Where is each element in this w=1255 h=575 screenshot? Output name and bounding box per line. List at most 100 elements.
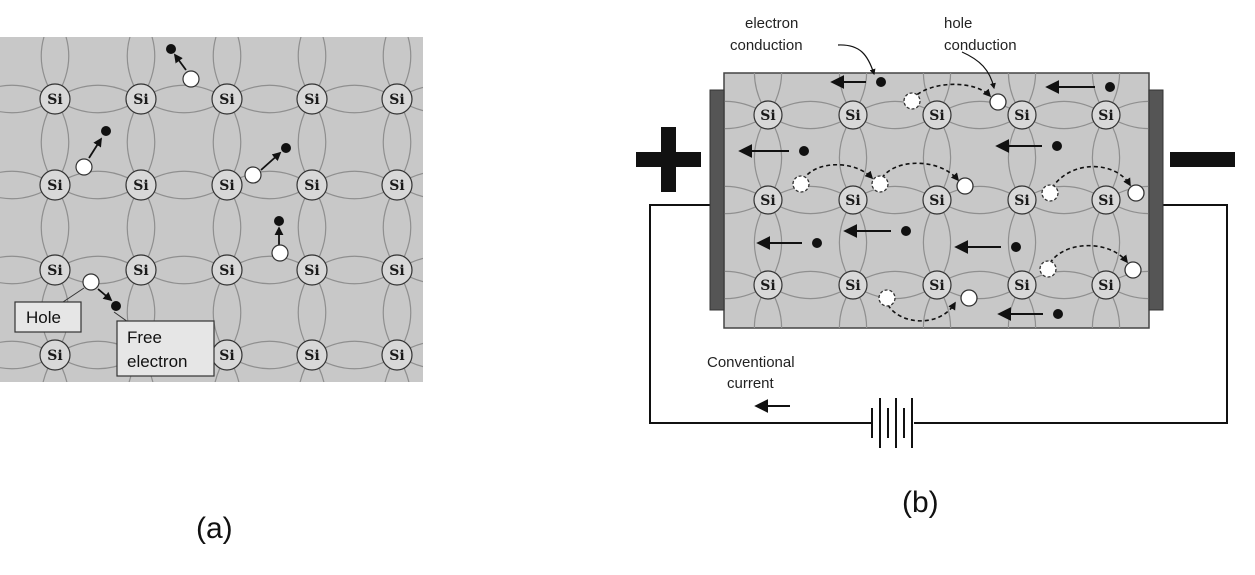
si-atom: Si [211,169,243,201]
bond-line [469,13,483,99]
bond-line [1106,30,1191,44]
si-atom: Si [753,100,783,130]
left-electrode [709,89,725,311]
free-electron [281,143,291,153]
bond-line [312,427,397,441]
si-atom: Si [125,169,157,201]
si-atom-label: Si [219,92,234,108]
free-electron-label-line1: Free [127,328,162,347]
si-atom-label: Si [133,92,148,108]
hole [182,70,200,88]
electron-with-arrow [756,236,822,250]
minus-terminal-icon [1170,152,1235,167]
si-atom: Si [753,185,783,215]
si-atom: Si [296,169,328,201]
bond-line [397,0,483,13]
bond-line [0,441,55,455]
hole [244,166,262,184]
bond-line [55,427,141,441]
si-atom-label: Si [389,348,404,364]
si-atom: Si [125,83,157,115]
electron-hole-pair [271,216,289,262]
bond-line [469,270,483,355]
hole-label: Hole [26,308,61,327]
bond-line [141,441,227,455]
bond-line [853,356,937,370]
wire-right [914,204,1228,424]
bond-line [669,285,683,370]
electron-hole-pair [166,44,200,88]
free-electron [1011,242,1021,252]
hole-conduction-annotation: hole conduction [944,15,1017,90]
bond-line [397,441,483,455]
si-atom: Si [1091,100,1121,130]
bond-line [1106,16,1191,30]
free-electron [901,226,911,236]
bond-line [141,0,227,13]
bond-line [669,30,683,115]
electron-conduction-annotation: electron conduction [730,15,876,76]
si-atom-label: Si [1014,278,1029,294]
si-atom-label: Si [845,108,860,124]
si-atom: Si [211,254,243,286]
si-atom: Si [1007,100,1037,130]
free-electron [799,146,809,156]
si-atom-label: Si [133,263,148,279]
free-electron-callout: Free electron [113,311,215,377]
bond-line [397,13,483,27]
si-atom-label: Si [304,263,319,279]
bond-line [768,370,853,384]
right-electrode [1148,89,1164,311]
bond-line [1191,285,1205,370]
si-atom-label: Si [304,178,319,194]
bond-line [1191,30,1205,115]
free-electron [1052,141,1062,151]
bond-line [1022,30,1106,44]
free-electron [876,77,886,87]
si-atom-label: Si [389,178,404,194]
bond-line [483,99,497,185]
si-atom: Si [1007,185,1037,215]
bond-line [853,370,937,384]
electron-conduction-line1: electron [745,15,798,32]
bond-line [0,0,55,13]
si-atom-label: Si [1098,278,1113,294]
electron-with-arrow [997,307,1063,321]
bond-line [469,99,483,185]
si-atom: Si [296,83,328,115]
bond-line [1022,356,1106,370]
si-atom-label: Si [219,178,234,194]
bond-line [483,13,497,99]
bond-line [853,16,937,30]
si-atom-label: Si [929,108,944,124]
si-atom-label: Si [845,193,860,209]
electron-with-arrow [830,75,886,89]
battery-symbol [871,398,913,448]
si-atom-label: Si [929,278,944,294]
si-atom-label: Si [47,348,62,364]
si-atom-label: Si [47,263,62,279]
si-atom-label: Si [304,92,319,108]
bond-line [227,427,312,441]
si-atom: Si [211,83,243,115]
si-atom-label: Si [929,193,944,209]
si-atom: Si [753,270,783,300]
si-atom-label: Si [760,278,775,294]
free-electron [1053,309,1063,319]
si-atom: Si [39,339,71,371]
bond-line [312,0,397,13]
si-atom: Si [381,254,413,286]
hole-conduction-line1: hole [944,15,972,32]
panel-a-caption: (a) [196,512,233,545]
bond-line [683,285,697,370]
si-atom: Si [39,254,71,286]
bond-line [683,30,697,115]
electron-with-arrow [954,240,1021,254]
si-atom: Si [296,254,328,286]
si-atom-label: Si [1098,193,1113,209]
bond-line [141,13,227,27]
bond-line [312,13,397,27]
hole-flow [792,83,1145,322]
